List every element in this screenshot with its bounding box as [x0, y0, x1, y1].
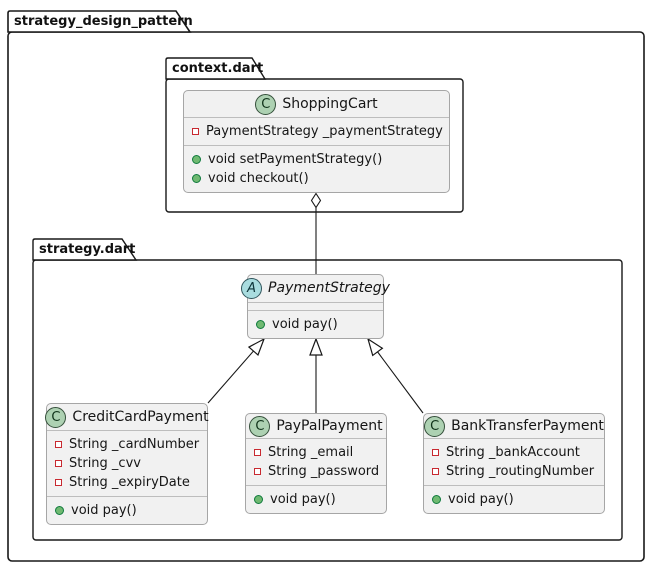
field-text: String _routingNumber	[446, 464, 595, 479]
public-method-icon	[432, 495, 441, 504]
field-text: String _expiryDate	[69, 475, 190, 490]
private-field-icon	[192, 128, 199, 135]
class-name: PaymentStrategy	[268, 280, 390, 297]
fields-section: String _cardNumber String _cvv String _e…	[47, 431, 207, 497]
class-name: ShoppingCart	[282, 96, 378, 112]
private-field-icon	[55, 479, 62, 486]
method-row: void checkout()	[192, 169, 441, 188]
public-method-icon	[55, 506, 64, 515]
class-name: BankTransferPayment	[451, 418, 604, 434]
methods-section: void pay()	[47, 497, 207, 524]
inheritance-arrow-banktransfer	[366, 337, 424, 414]
inheritance-arrow-creditcard	[207, 337, 266, 404]
fields-section: String _email String _password	[246, 439, 386, 486]
public-method-icon	[192, 155, 201, 164]
field-text: String _bankAccount	[446, 445, 580, 460]
class-header: C CreditCardPayment	[45, 404, 209, 431]
package-tab-context-dart	[165, 57, 267, 80]
package-label-strategy-dart: strategy.dart	[39, 242, 136, 257]
class-header: A PaymentStrategy	[241, 275, 390, 303]
field-row: PaymentStrategy _paymentStrategy	[192, 122, 443, 141]
class-paypalpayment: C PayPalPayment String _email String _pa…	[245, 413, 387, 514]
public-method-icon	[256, 320, 265, 329]
class-icon: C	[255, 93, 277, 115]
method-row: void pay()	[254, 490, 378, 509]
field-text: PaymentStrategy _paymentStrategy	[206, 124, 443, 139]
package-tab-outer	[7, 10, 192, 33]
package-label-outer: strategy_design_pattern	[14, 14, 193, 29]
class-name: PayPalPayment	[276, 418, 383, 434]
field-row: String _bankAccount	[432, 443, 596, 462]
private-field-icon	[55, 460, 62, 467]
package-label-context-dart: context.dart	[172, 61, 264, 76]
field-text: String _cardNumber	[69, 437, 200, 452]
methods-section: void pay()	[248, 311, 383, 338]
methods-section: void pay()	[424, 486, 604, 513]
class-header: C ShoppingCart	[184, 91, 449, 118]
method-row: void pay()	[55, 501, 199, 520]
fields-section: PaymentStrategy _paymentStrategy	[184, 118, 449, 146]
method-text: void pay()	[272, 317, 338, 332]
class-header: C PayPalPayment	[246, 414, 386, 439]
field-row: String _expiryDate	[55, 473, 199, 492]
method-text: void pay()	[448, 492, 514, 507]
method-row: void pay()	[432, 490, 596, 509]
methods-section: void pay()	[246, 486, 386, 513]
field-text: String _password	[268, 464, 380, 479]
method-text: void pay()	[270, 492, 336, 507]
method-text: void checkout()	[208, 171, 309, 186]
private-field-icon	[55, 441, 62, 448]
method-row: void pay()	[256, 315, 375, 334]
field-row: String _cardNumber	[55, 435, 199, 454]
private-field-icon	[254, 468, 261, 475]
field-text: String _email	[268, 445, 354, 460]
abstract-class-icon: A	[241, 277, 263, 299]
class-name: CreditCardPayment	[72, 409, 209, 425]
methods-section: void setPaymentStrategy() void checkout(…	[184, 146, 449, 192]
package-tab-strategy-dart	[32, 238, 138, 261]
field-row: String _password	[254, 462, 380, 481]
field-row: String _email	[254, 443, 378, 462]
public-method-icon	[254, 495, 263, 504]
class-paymentstrategy: A PaymentStrategy void pay()	[241, 274, 390, 339]
class-icon: C	[249, 415, 271, 437]
fields-section	[248, 303, 383, 311]
public-method-icon	[192, 174, 201, 183]
class-icon: C	[45, 406, 67, 428]
private-field-icon	[432, 468, 439, 475]
class-creditcardpayment: C CreditCardPayment String _cardNumber S…	[45, 403, 209, 525]
method-row: void setPaymentStrategy()	[192, 150, 441, 169]
method-text: void setPaymentStrategy()	[208, 152, 383, 167]
private-field-icon	[432, 449, 439, 456]
field-row: String _cvv	[55, 454, 199, 473]
fields-section: String _bankAccount String _routingNumbe…	[424, 439, 604, 486]
class-banktransferpayment: C BankTransferPayment String _bankAccoun…	[423, 413, 605, 514]
method-text: void pay()	[71, 503, 137, 518]
class-icon: C	[424, 415, 446, 437]
private-field-icon	[254, 449, 261, 456]
class-shoppingcart: C ShoppingCart PaymentStrategy _paymentS…	[183, 90, 450, 193]
class-header: C BankTransferPayment	[424, 414, 604, 439]
field-row: String _routingNumber	[432, 462, 596, 481]
field-text: String _cvv	[69, 456, 141, 471]
